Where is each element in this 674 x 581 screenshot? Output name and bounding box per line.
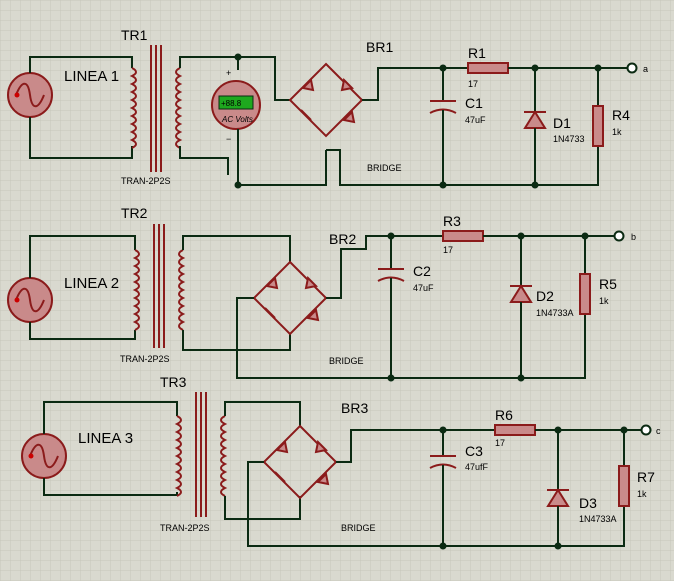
bridge-type: BRIDGE	[329, 356, 364, 366]
res-label: R1	[468, 45, 486, 61]
transformer-tr2[interactable]	[132, 224, 186, 348]
output-terminal-b[interactable]	[613, 230, 625, 242]
cap-label: C1	[465, 95, 483, 111]
output-label: c	[656, 426, 661, 436]
circuit-3: LINEA 3 TR3 TRAN-2P2S BR3 BRIDGE	[21, 374, 661, 550]
load-value: 1k	[637, 489, 647, 499]
bridge-type: BRIDGE	[341, 523, 376, 533]
zener-diode-d2[interactable]	[509, 236, 533, 378]
resistor-r6[interactable]	[494, 424, 536, 436]
source-pin-icon	[14, 92, 20, 98]
resistor-r4[interactable]	[592, 68, 604, 147]
load-value: 1k	[612, 127, 622, 137]
transformer-label: TR1	[121, 27, 148, 43]
ac-source-linea-1[interactable]	[7, 72, 53, 118]
circuit-2: LINEA 2 TR2 TRAN-2P2S BR2 BRIDGE	[7, 205, 636, 382]
transformer-label: TR2	[121, 205, 148, 221]
res-value: 17	[443, 245, 453, 255]
source-label: LINEA 3	[78, 430, 133, 447]
diode-type: 1N4733A	[579, 514, 617, 524]
ac-source-linea-3[interactable]	[21, 433, 67, 479]
resistor-r7[interactable]	[618, 430, 630, 507]
bridge-rectifier-br2[interactable]	[252, 260, 328, 336]
resistor-r1[interactable]	[467, 62, 509, 74]
cap-value: 47ufF	[465, 462, 489, 472]
meter-display: +88.8	[221, 99, 242, 108]
source-label: LINEA 2	[64, 275, 119, 292]
diode-label: D1	[553, 115, 571, 131]
load-label: R7	[637, 469, 655, 485]
diode-type: 1N4733	[553, 134, 585, 144]
transformer-type: TRAN-2P2S	[160, 523, 210, 533]
res-label: R3	[443, 213, 461, 229]
transformer-tr1[interactable]	[129, 45, 183, 172]
output-label: b	[631, 232, 636, 242]
diode-type: 1N4733A	[536, 308, 574, 318]
load-label: R4	[612, 107, 630, 123]
zener-diode-d1[interactable]	[523, 68, 547, 185]
transformer-type: TRAN-2P2S	[121, 176, 171, 186]
circuit-1: LINEA 1 TR1 TRAN-2P2S +88.8 AC Volts + −	[7, 27, 648, 189]
capacitor-c2[interactable]	[377, 236, 405, 378]
diode-label: D2	[536, 288, 554, 304]
cap-label: C2	[413, 263, 431, 279]
zener-diode-d3[interactable]	[546, 430, 570, 546]
resistor-r3[interactable]	[442, 230, 484, 242]
load-label: R5	[599, 276, 617, 292]
bridge-rectifier-br3[interactable]	[262, 424, 338, 500]
ac-voltmeter[interactable]: +88.8 AC Volts + −	[211, 68, 261, 144]
output-terminal-c[interactable]	[640, 424, 652, 436]
resistor-r5[interactable]	[579, 236, 591, 315]
transformer-label: TR3	[160, 374, 187, 390]
bridge-label: BR3	[341, 400, 368, 416]
res-value: 17	[495, 438, 505, 448]
transformer-type: TRAN-2P2S	[120, 354, 170, 364]
load-value: 1k	[599, 296, 609, 306]
cap-value: 47uF	[413, 283, 434, 293]
bridge-rectifier-br1[interactable]	[288, 62, 364, 138]
capacitor-c3[interactable]	[429, 430, 457, 546]
cap-value: 47uF	[465, 115, 486, 125]
meter-label: AC Volts	[221, 115, 253, 124]
output-terminal-a[interactable]	[626, 62, 638, 74]
capacitor-c1[interactable]	[429, 68, 457, 185]
source-label: LINEA 1	[64, 68, 119, 85]
cap-label: C3	[465, 443, 483, 459]
bridge-type: BRIDGE	[367, 163, 402, 173]
bridge-label: BR1	[366, 39, 393, 55]
output-label: a	[643, 64, 648, 74]
meter-plus: +	[226, 68, 231, 78]
res-label: R6	[495, 407, 513, 423]
meter-minus: −	[226, 134, 231, 144]
diode-label: D3	[579, 495, 597, 511]
res-value: 17	[468, 79, 478, 89]
transformer-tr3[interactable]	[174, 392, 228, 517]
bridge-label: BR2	[329, 231, 356, 247]
ac-source-linea-2[interactable]	[7, 277, 53, 323]
